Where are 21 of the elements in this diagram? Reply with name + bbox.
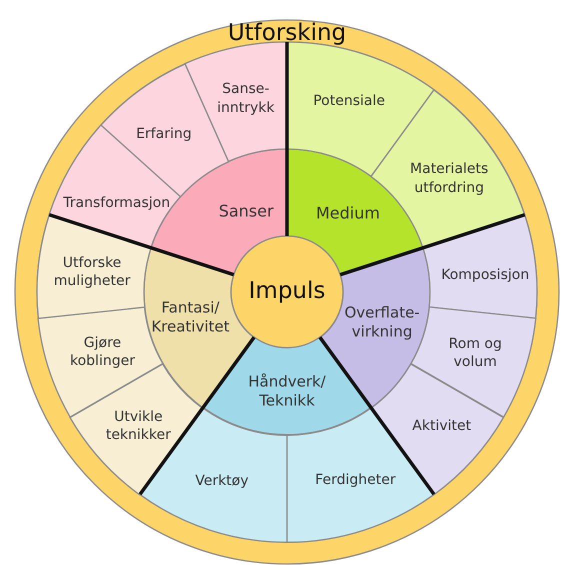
segment-label: Transformasjon [62,194,172,212]
segment-label: Impuls [248,277,326,306]
segment-label: Utforske muligheter [52,253,132,290]
segment-label: Håndverk/ Teknikk [247,372,327,412]
segment-label: Potensiale [312,92,386,110]
segment-label: Overflate- virkning [343,303,421,342]
segment-label: Ferdigheter [314,470,397,490]
segment-label: Materialets utfordring [409,160,490,197]
segment-label: Gjøre koblinger [69,334,136,370]
outer-ring [15,20,559,564]
segment-label: Sanser [218,201,275,222]
segment-label: Utvikle teknikker [104,408,172,444]
segment-label: Fantasi/ Kreativitet [150,298,230,338]
segment-label: Erfaring [135,125,193,144]
segment-label: Rom og volum [448,334,503,372]
segment-label: Aktivitet [411,417,472,436]
segment-label: Komposisjon [440,266,530,284]
segment-label: Utforsking [226,19,348,48]
segment-label: Verktøy [194,472,250,490]
segment-label: Medium [314,204,381,224]
segment-label: Sanse- inntrykk [216,80,276,116]
